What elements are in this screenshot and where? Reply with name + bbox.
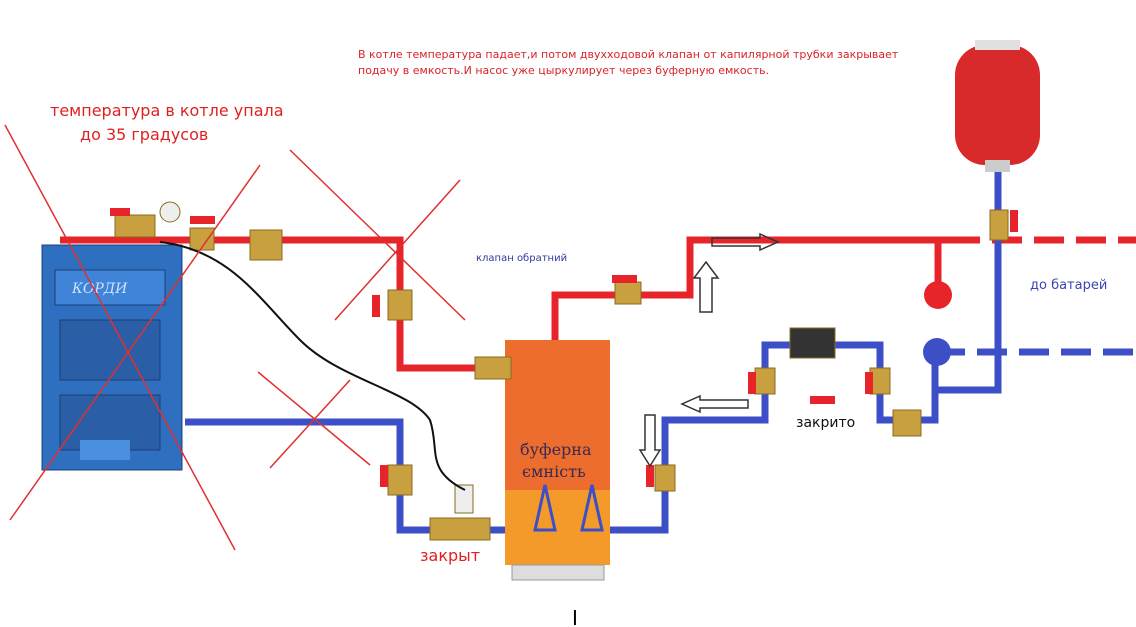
tank-label-2: ємність (522, 462, 586, 481)
boiler: КОРДИ (41, 244, 183, 471)
explanation-note: В котле температура падает,и потом двухх… (358, 47, 898, 79)
note-line-1: В котле температура падает,и потом двухх… (358, 48, 899, 61)
to-radiators-label: до батарей (1030, 278, 1108, 293)
closed-valve-label: закрито (796, 415, 856, 431)
closed-two-way-valve-label: закрыт (420, 546, 481, 565)
boiler-temp-label-1: температура в котле упала (50, 101, 284, 120)
tank-label-1: буферна (520, 440, 592, 459)
check-valve-label: клапан обратний (476, 253, 568, 264)
expansion-tank (955, 40, 1040, 172)
valve-handles (110, 208, 1018, 487)
supply-collector-ball (924, 281, 952, 309)
text-cursor: I (572, 606, 578, 627)
note-line-2: подачу в емкость.И насос уже цыркулирует… (358, 64, 770, 77)
boiler-logo: КОРДИ (71, 281, 128, 297)
valves (114, 201, 1009, 541)
capillary-tube (159, 241, 466, 491)
cross-marks (4, 124, 466, 551)
buffer-tank (505, 340, 610, 581)
return-collector-ball (923, 338, 951, 366)
boiler-temp-label-2: до 35 градусов (80, 125, 209, 144)
flow-arrows (638, 232, 780, 468)
